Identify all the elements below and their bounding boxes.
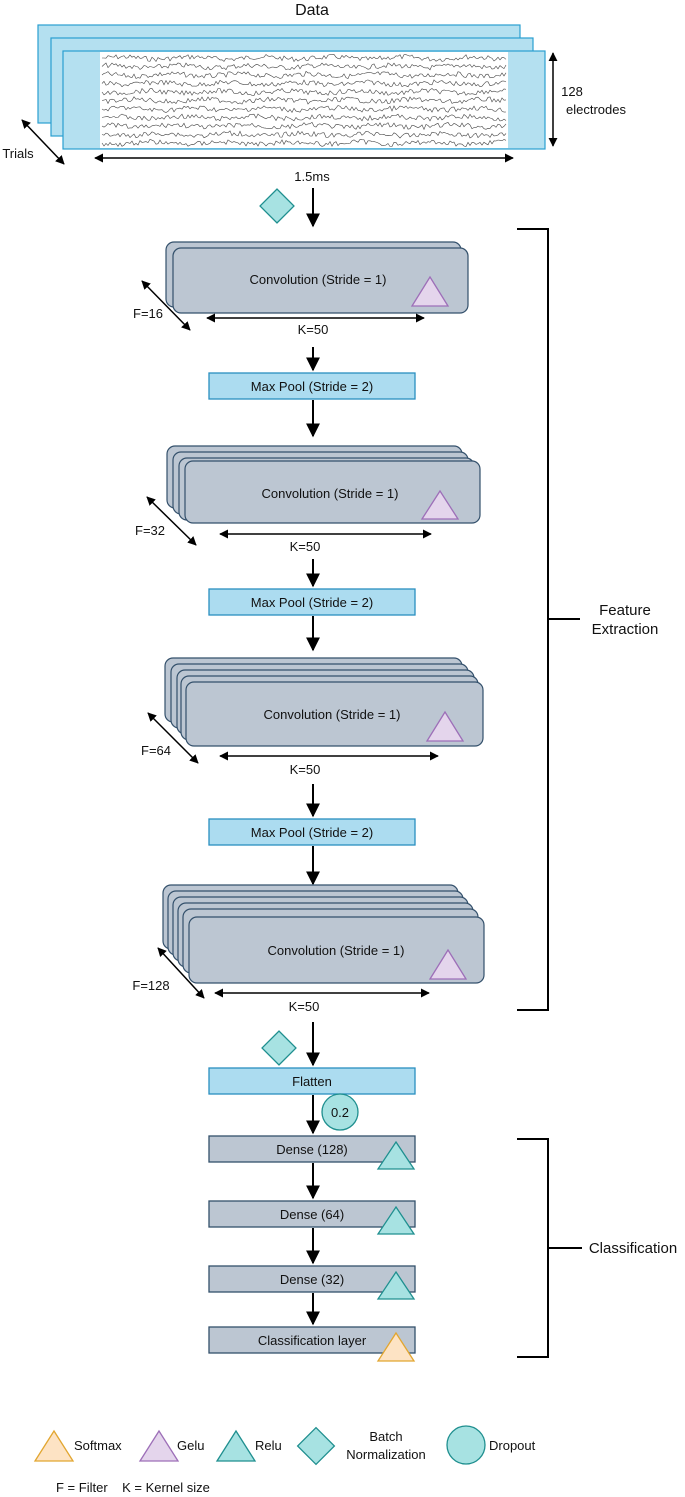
conv4-block: Convolution (Stride = 1) — [162, 884, 485, 984]
conv1-filter-label: F=16 — [133, 306, 163, 321]
trials-arrow — [21, 119, 65, 165]
eeg-trace-line — [101, 70, 507, 80]
conv4-filter-label: F=128 — [132, 978, 169, 993]
legend-softmax-icon — [33, 1429, 75, 1462]
eeg-trace-line — [101, 87, 507, 96]
conv3-label: Convolution (Stride = 1) — [264, 707, 401, 722]
pool1-label: Max Pool (Stride = 2) — [251, 379, 373, 394]
pool1-box — [208, 372, 416, 400]
legend-gelu-icon — [138, 1429, 180, 1462]
conv2-block: Convolution (Stride = 1) — [166, 445, 481, 524]
conv3-filter-label: F=64 — [141, 743, 171, 758]
legend-dropout-label: Dropout — [489, 1438, 536, 1453]
classification-bracket — [517, 1138, 582, 1358]
pool3-label: Max Pool (Stride = 2) — [251, 825, 373, 840]
output-softmax-icon — [376, 1331, 416, 1362]
conv4-kernel-label: K=50 — [289, 999, 320, 1014]
legend-relu-icon — [215, 1429, 257, 1462]
eeg-trace-line — [101, 96, 507, 105]
legend-relu-label: Relu — [255, 1438, 282, 1453]
dense1-label: Dense (128) — [276, 1142, 348, 1157]
batch-norm-diamond-top — [259, 188, 295, 224]
conv2-gelu-icon — [420, 489, 460, 520]
conv2-label: Convolution (Stride = 1) — [262, 486, 399, 501]
conv1-label: Convolution (Stride = 1) — [250, 272, 387, 287]
conv2-layer-front — [184, 460, 481, 524]
pool2-label: Max Pool (Stride = 2) — [251, 595, 373, 610]
conv1-block: Convolution (Stride = 1) — [165, 241, 469, 314]
feature-extraction-line-2: Extraction — [592, 621, 659, 638]
legend-softmax-label: Softmax — [74, 1438, 122, 1453]
conv2-kernel-label: K=50 — [290, 539, 321, 554]
eeg-trace-line — [101, 130, 507, 139]
legend-abbreviations: F = Filter K = Kernel size — [56, 1480, 210, 1495]
batch-norm-diamond-bottom — [261, 1030, 297, 1066]
dense2-box — [208, 1200, 416, 1228]
classification-label: Classification — [589, 1240, 677, 1257]
legend-batch-norm-icon — [296, 1426, 336, 1466]
conv2-filter-label: F=32 — [135, 523, 165, 538]
trials-label: Trials — [2, 146, 34, 161]
legend-batch-norm-line-2: Normalization — [346, 1447, 425, 1462]
dense1-box — [208, 1135, 416, 1163]
electrodes-word: electrodes — [566, 102, 626, 117]
eeg-trace-line — [102, 54, 507, 63]
electrodes-label: 128 electrodes — [561, 84, 626, 117]
pool3-box — [208, 818, 416, 846]
eeg-trace-line — [101, 139, 507, 147]
feature-extraction-line-1: Feature — [599, 602, 651, 619]
dropout-value: 0.2 — [331, 1105, 349, 1120]
data-title: Data — [295, 2, 329, 19]
output-box — [208, 1326, 416, 1354]
dense2-label: Dense (64) — [280, 1207, 344, 1222]
dropout-circle — [321, 1093, 359, 1131]
eeg-trace-line — [101, 121, 507, 131]
dense1-relu-icon — [376, 1140, 416, 1170]
legend-dropout-icon — [446, 1425, 486, 1465]
flatten-box — [208, 1067, 416, 1095]
conv4-filter-arrow — [157, 947, 205, 999]
conv4-gelu-icon — [428, 948, 468, 980]
legend-gelu-label: Gelu — [177, 1438, 204, 1453]
dense3-label: Dense (32) — [280, 1272, 344, 1287]
conv1-gelu-icon — [410, 275, 450, 307]
conv1-filter-arrow — [141, 280, 191, 331]
conv2-filter-arrow — [146, 496, 197, 546]
eeg-trace-line — [101, 105, 507, 113]
eeg-trace-line — [101, 62, 507, 71]
eeg-trace-line — [101, 79, 507, 88]
time-label: 1.5ms — [294, 169, 330, 184]
output-label: Classification layer — [258, 1333, 367, 1348]
feature-extraction-bracket — [517, 228, 580, 1011]
dense3-relu-icon — [376, 1270, 416, 1300]
conv1-kernel-label: K=50 — [298, 322, 329, 337]
conv3-block: Convolution (Stride = 1) — [164, 657, 484, 747]
legend-batch-norm-line-1: Batch — [369, 1429, 402, 1444]
conv4-label: Convolution (Stride = 1) — [268, 943, 405, 958]
eeg-traces — [101, 54, 507, 147]
conv3-kernel-label: K=50 — [290, 762, 321, 777]
eeg-trace-line — [101, 113, 507, 122]
dense2-relu-icon — [376, 1205, 416, 1235]
electrodes-count: 128 — [561, 84, 583, 99]
conv3-gelu-icon — [425, 710, 465, 742]
data-stack — [37, 24, 546, 150]
flatten-label: Flatten — [292, 1074, 332, 1089]
conv3-filter-arrow — [147, 712, 199, 764]
pool2-box — [208, 588, 416, 616]
dense3-box — [208, 1265, 416, 1293]
